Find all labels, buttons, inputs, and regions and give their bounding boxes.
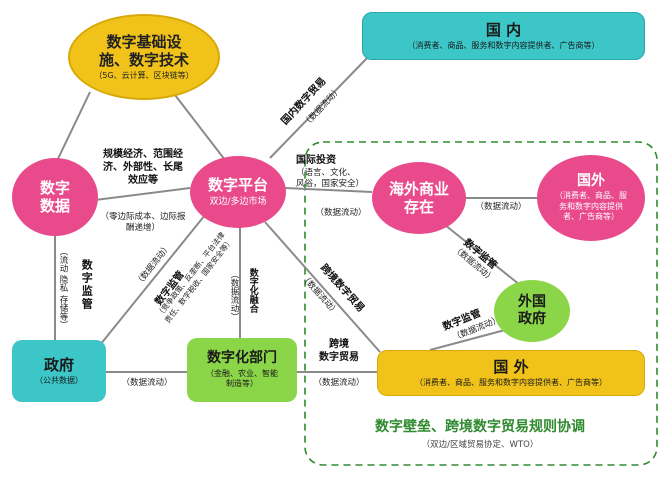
intl-invest-sub-1: （语言、文化、 (296, 168, 356, 178)
foreign-bottom-node: 国 外 （消费者、商品、服务和数字内容提供者、广告商等） (377, 350, 645, 396)
link-data-platform (94, 187, 191, 201)
flow-invest-label: （数据流动） (315, 208, 367, 218)
scale-effects-line-3: 效应等 (128, 175, 158, 186)
infra-title-2: 施、数字技术 (98, 50, 189, 69)
crossborder-2-line-2: 数字贸易 (319, 352, 359, 363)
intl-invest-sub: （语言、文化、 风俗，国家安全） (296, 168, 380, 190)
crossborder-2-label: 跨境 数字贸易 (304, 338, 374, 364)
digital-sector-node: 数字化部门 （金融、农业、智能 制造等） (187, 338, 297, 402)
infra-node: 数字基础设 施、数字技术 （5G、云计算、区块链等） (68, 14, 220, 100)
overseas-merchant-node: 海外商业 存在 (372, 162, 466, 234)
infra-title-1: 数字基础设 (106, 32, 182, 51)
digitalization-line-1: 数字化 (247, 267, 258, 295)
marginal-line-2: 酬递增） (125, 223, 160, 234)
domestic-sub: （消费者、商品、服务和数字内容提供者、广告商等） (407, 40, 600, 50)
link-foreigngov-foreign (429, 329, 506, 351)
marginal-label: （零边际成本、边际报 酬递增） (88, 212, 198, 234)
data-node: 数字 数据 (12, 158, 98, 236)
marginal-line-1: （零边际成本、边际报 (100, 212, 186, 222)
digital-sector-sub-2: 制造等） (226, 379, 258, 389)
scale-effects-label: 规模经济、范围经 济、外部性、长尾 效应等 (92, 148, 194, 187)
link-platform-merchant (284, 187, 373, 193)
intl-invest-sub-2: 风俗，国家安全） (296, 179, 365, 190)
flow-platform-sector-label: （数据流动） (229, 269, 240, 321)
foreign-gov-node: 外国 政府 (494, 280, 570, 342)
foreign-gov-title-2: 政府 (518, 311, 546, 327)
digital-sector-sub-1: （金融、农业、智能 (206, 368, 278, 378)
data-title-2: 数据 (39, 197, 70, 215)
link-platform-domestic (269, 54, 371, 159)
foreign-top-sub-3: 者、广告商等） (563, 212, 619, 222)
data-title-1: 数字 (39, 179, 70, 197)
barrier-sub: （双边/区域贸易协定、WTO） (421, 440, 539, 450)
foreign-bottom-sub: （消费者、商品、服务和数字内容提供者、广告商等） (415, 377, 607, 387)
digital-sector-title: 数字化部门 (207, 349, 277, 366)
gov-sub: （公共数据） (35, 375, 83, 385)
foreign-top-node: 国外 （消费者、商品、服 务和数字内容提供 者、广告商等） (537, 155, 645, 241)
digitalization-label: 数字化融合 (246, 260, 258, 320)
flow-data-gov-label: （流动 隐私 存储等） (58, 247, 69, 329)
foreign-top-sub-1: （消费者、商品、服 (555, 190, 627, 200)
link-infra-platform (174, 94, 226, 161)
foreign-gov-title-1: 外国 (518, 294, 546, 311)
crossborder-2-line-1: 跨境 (329, 339, 349, 350)
overseas-merchant-title-2: 存在 (403, 198, 434, 216)
link-platform-gov (99, 214, 206, 346)
flow-merchant-label: （数据流动） (475, 202, 527, 212)
scale-effects-line-2: 济、外部性、长尾 (103, 162, 183, 173)
infra-sub: （5G、云计算、区块链等） (94, 70, 194, 80)
link-platform-foreign (264, 221, 381, 353)
cross-border-region (304, 141, 658, 466)
flow-gov-sector-label: （数据流动） (121, 378, 173, 388)
foreign-bottom-title: 国 外 (493, 357, 529, 376)
intl-invest-label: 国际投资 (296, 155, 336, 166)
barrier-title: 数字壁垒、跨境数字贸易规则协调 (375, 419, 585, 435)
domestic-title: 国 内 (485, 20, 522, 39)
overseas-merchant-title-1: 海外商业 (388, 180, 449, 198)
foreign-top-title: 国外 (577, 172, 605, 189)
platform-node: 数字平台 双边/多边市场 (190, 156, 286, 228)
flow-sector-foreign-label: （数据流动） (313, 378, 365, 388)
gov-title: 政府 (43, 355, 74, 374)
link-merchant-foreigngov (444, 224, 521, 286)
link-infra-data (54, 91, 91, 166)
scale-effects-line-1: 规模经济、范围经 (103, 149, 183, 160)
platform-title: 数字平台 (207, 175, 268, 194)
platform-sub: 双边/多边市场 (209, 196, 267, 207)
foreign-top-sub-2: 务和数字内容提供 (559, 201, 623, 211)
reg-gov-label: 数字监管 (80, 259, 94, 311)
gov-node: 政府 （公共数据） (12, 340, 106, 402)
digitalization-line-2: 融合 (247, 294, 258, 313)
domestic-node: 国 内 （消费者、商品、服务和数字内容提供者、广告商等） (362, 12, 645, 60)
